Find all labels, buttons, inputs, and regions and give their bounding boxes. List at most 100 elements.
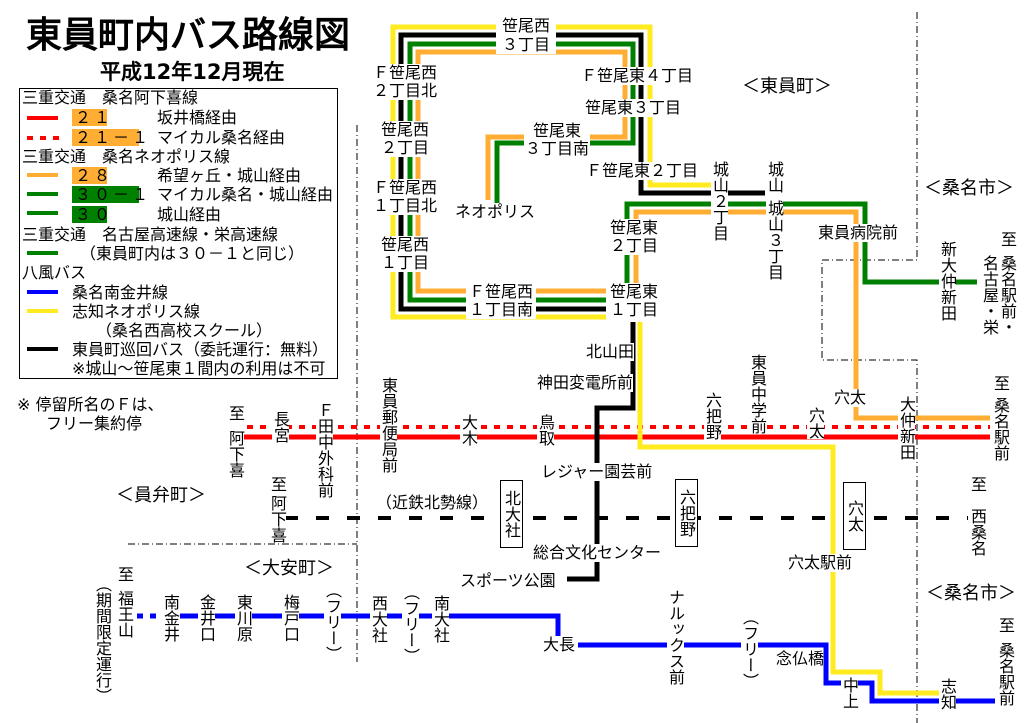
station-onaka-shinden: 大仲新田 (897, 396, 916, 460)
legend-swatches (27, 116, 64, 351)
legend-note-community-bus: ※城山～笹尾東１間内の利用は不可 (72, 359, 326, 378)
footnote-line-1: ※ 停留所名のＦは、 (17, 395, 164, 414)
station-shin-onaka-shinden: 新大仲新田 (938, 241, 957, 321)
station-f-tanaka-geka-mae: Ｆ田中外科前 (315, 402, 334, 498)
map-title: 東員町内バス路線図 (26, 15, 351, 56)
station-anou: 穴太 (806, 407, 825, 439)
station-sports-koen: スポーツ公園 (460, 571, 556, 590)
station-sasaonishi-2: 笹尾西 ２丁目 (377, 121, 433, 157)
destination-prefix-rail-east: 至 (968, 476, 987, 492)
legend-header-agegi-line: 三重交通 桑名阿下喜線 (22, 88, 199, 107)
route-28-line-loop (415, 49, 628, 294)
legend-desc-21-1: マイカル桑名経由 (157, 128, 286, 147)
station-narux-mae: ナルックス前 (666, 589, 685, 685)
station-sasaonishi-1: 笹尾西 １丁目 (377, 236, 433, 272)
area-label-inabe: ＜員弁町＞ (116, 485, 206, 506)
route-30-line-east (624, 201, 977, 285)
destination-nagoya-sakae: 名古屋・栄 (980, 255, 999, 335)
legend-desc-30: 城山経由 (157, 205, 222, 224)
destination-agegi-red: 阿下喜 (226, 430, 245, 478)
station-shichi: 志知 (938, 678, 957, 710)
shichi-neopolis-line-south (637, 322, 940, 696)
legend-badge-21-1: ２１－１ (72, 129, 148, 146)
station-f-sasaonishi-1-minami: Ｆ笹尾西 １丁目南 (466, 283, 536, 319)
legend-note-school: （桑名西高校スクール） (96, 321, 273, 340)
station-f-sasaonishi-1-kita: Ｆ笹尾西 １丁目北 (371, 178, 439, 215)
station-shiroyama-3: 城山３丁目 (765, 200, 784, 280)
destination-agegi-rail: 阿下喜 (268, 495, 287, 543)
station-shiroyama: 城山 (765, 161, 784, 193)
station-anou-orange: 穴太 (834, 388, 867, 407)
station-kanai-guchi: 金井口 (197, 594, 216, 642)
rail-station-anou-label: 穴太 (845, 500, 864, 532)
legend-badge-21: ２１ (72, 109, 110, 126)
route-30-line-loop (407, 41, 636, 303)
rail-station-rokuhano-label: 六把野 (677, 489, 696, 537)
station-shiroyama-2: 城山２丁目 (710, 161, 729, 241)
station-free-section-3: （フリー） (740, 609, 759, 689)
station-kanda-hendensho-mae: 神田変電所前 (537, 373, 634, 392)
legend-header-neopolis-line: 三重交通 桑名ネオポリス線 (22, 147, 231, 166)
station-nishi-oyashiro: 西大社 (369, 595, 388, 643)
station-toin-yubinkyoku-mae: 東員郵便局前 (379, 377, 398, 473)
station-toin-byoin-mae: 東員病院前 (818, 223, 899, 242)
destination-prefix-rail-west: 至 (268, 476, 287, 492)
station-higashi-kawahara: 東川原 (234, 594, 253, 642)
station-umedo-guchi: 梅戸口 (281, 594, 300, 642)
station-sasaohigashi-1: 笹尾東 １丁目 (606, 283, 662, 319)
station-free-section-1: （フリー） (323, 582, 342, 662)
station-anou-ekimae: 穴太駅前 (788, 553, 853, 572)
destination-kuwana-station-green: 桑名駅前・ (998, 255, 1017, 335)
station-minami-kanai: 南金井 (161, 594, 180, 642)
rail-station-anou: 穴太 (843, 482, 866, 550)
legend-desc-minami-kanai-line: 桑名南金井線 (72, 283, 169, 302)
destination-prefix-blue-east: 至 (996, 617, 1015, 633)
legend-header-highway-line: 三重交通 名古屋高速線・栄高速線 (22, 225, 279, 244)
area-label-kuwana-north: ＜桑名市＞ (924, 178, 1014, 199)
station-free-section-2: （フリー） (401, 584, 420, 664)
area-label-daian: ＜大安町＞ (244, 558, 334, 579)
station-f-sasaohigashi-2: Ｆ笹尾東２丁目 (586, 161, 699, 180)
destination-fukuozan: 福王山 (115, 590, 134, 638)
station-sasaohigashi-2: 笹尾東 ２丁目 (606, 219, 662, 255)
station-minami-oyashiro: 南大社 (431, 595, 450, 643)
footnote-line-2: フリー集約停 (46, 414, 143, 433)
station-sasaohigashi-3-minami: 笹尾東 ３丁目南 (524, 121, 590, 158)
station-rokuhano: 六把野 (703, 392, 722, 440)
destination-prefix-green: 至 (998, 231, 1017, 247)
destination-prefix-red-east: 至 (991, 375, 1010, 391)
legend-badge-28: ２８ (72, 167, 110, 184)
legend-desc-21: 坂井橋経由 (157, 108, 238, 127)
destination-kuwana-station-blue: 桑名駅前 (996, 642, 1015, 706)
destination-kuwana-station-red: 桑名駅前 (991, 397, 1010, 461)
station-f-sasaonishi-2-kita: Ｆ笹尾西 ２丁目北 (371, 63, 439, 100)
station-oki: 大木 (459, 414, 478, 446)
station-nagamiya: 長宮 (271, 411, 290, 443)
legend-desc-community-bus: 東員町巡回バス（委託運行：無料） (72, 340, 329, 359)
area-label-kuwana-south: ＜桑名市＞ (926, 583, 1016, 604)
legend-desc-shichi-neopolis-line: 志知ネオポリス線 (72, 302, 201, 321)
station-nakagami: 中上 (840, 677, 859, 709)
rail-station-rokuhano: 六把野 (675, 479, 698, 547)
legend-desc-highway: （東員町内は３０－１と同じ） (80, 244, 305, 263)
route-28-line-east (633, 209, 990, 421)
station-sasaohigashi-3: 笹尾東３丁目 (585, 98, 682, 117)
station-tottori: 鳥取 (536, 414, 555, 446)
station-sogo-bunka-center: 総合文化センター (533, 543, 662, 562)
rail-station-kita-oyashiro-label: 北大社 (502, 490, 521, 538)
railway-name: （近鉄北勢線） (376, 493, 489, 512)
destination-fukuozan-note: （期間限定運行） (93, 576, 112, 704)
legend-badge-30-1: ３０－１ (72, 186, 148, 203)
legend-badge-30: ３０ (72, 206, 110, 223)
station-toin-chugaku-mae: 東員中学前 (748, 354, 767, 434)
rail-station-kita-oyashiro: 北大社 (500, 480, 523, 548)
station-ocho: 大長 (543, 635, 576, 654)
destination-prefix-blue-west: 至 (115, 566, 134, 582)
legend-desc-28: 希望ヶ丘・城山経由 (157, 166, 302, 185)
legend-desc-30-1: マイカル桑名・城山経由 (157, 185, 334, 204)
station-neopolis: ネオポリス (455, 202, 536, 221)
destination-nishi-kuwana: 西桑名 (968, 508, 987, 556)
boundary-line-kuwana (821, 12, 918, 723)
destination-prefix-red-west: 至 (226, 405, 245, 421)
